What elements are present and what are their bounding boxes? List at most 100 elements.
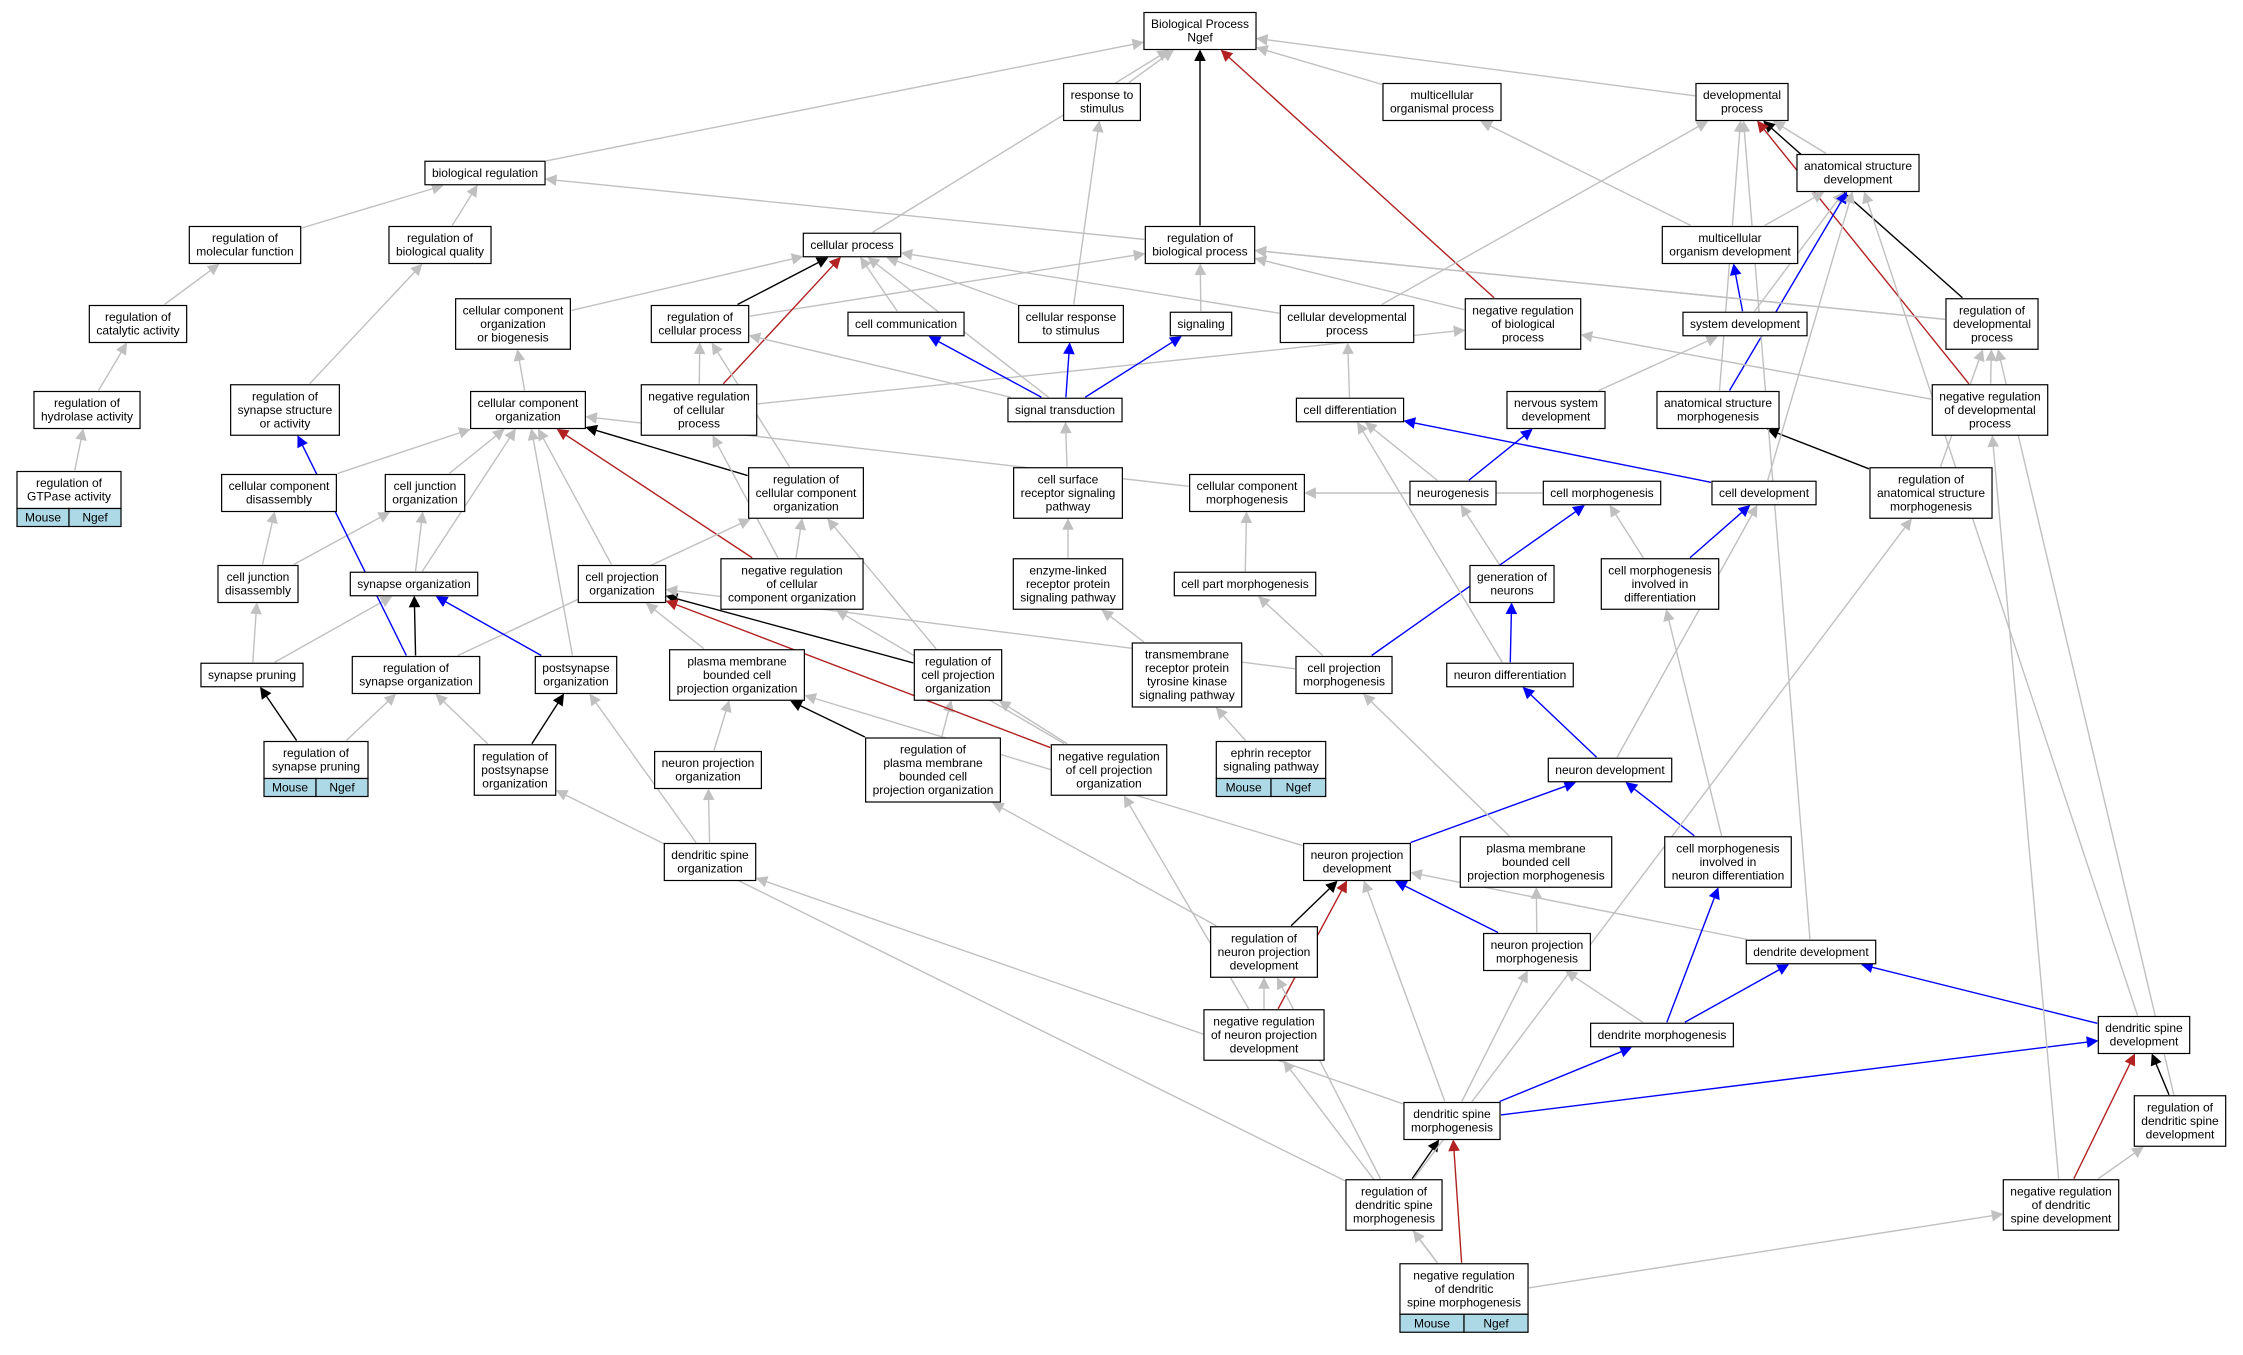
edge-is-a bbox=[1461, 970, 1528, 1102]
node-box bbox=[1483, 932, 1591, 972]
node-label-line: cell junction bbox=[394, 479, 457, 493]
node-label-line: neuron projection bbox=[1491, 938, 1584, 952]
edge-is-a bbox=[1663, 609, 1723, 836]
node-label-line: disassembly bbox=[225, 584, 291, 598]
node-box bbox=[865, 737, 1001, 803]
node-label-line: cell morphogenesis bbox=[1550, 486, 1653, 500]
edge-positively-regulates bbox=[1063, 342, 1075, 398]
node-box bbox=[1189, 473, 1305, 513]
node-label-line: neuron projection bbox=[1218, 945, 1311, 959]
node-label-line: of biological bbox=[1491, 317, 1554, 331]
edge-is-a bbox=[1062, 518, 1074, 558]
node-label-line: development bbox=[1230, 1041, 1299, 1055]
edge-part-of bbox=[1194, 49, 1206, 226]
node-label-line: system development bbox=[1690, 317, 1801, 331]
node-label-line: catalytic activity bbox=[96, 324, 179, 338]
node-box bbox=[221, 473, 337, 513]
edge-part-of bbox=[531, 693, 565, 745]
node-label-line: cell projection bbox=[921, 668, 994, 682]
node-label-line: regulation of bbox=[667, 310, 734, 324]
edge-is-a bbox=[1194, 263, 1207, 312]
node-label-line: spine morphogenesis bbox=[1407, 1295, 1521, 1309]
edge-is-a bbox=[421, 428, 516, 572]
annotation-cell bbox=[315, 777, 369, 798]
edge-is-a bbox=[1985, 349, 1997, 384]
node-box bbox=[802, 232, 902, 258]
node-box bbox=[1012, 558, 1124, 610]
node-label-line: organization bbox=[773, 499, 838, 513]
node-label-line: anatomical structure bbox=[1664, 396, 1772, 410]
annotation-label: Mouse bbox=[1226, 781, 1262, 795]
go-term-node-cell-diff: cell differentiation bbox=[1295, 397, 1405, 423]
node-label-line: to stimulus bbox=[1042, 324, 1099, 338]
edge-positively-regulates bbox=[1689, 505, 1751, 559]
node-label-line: response to bbox=[1071, 88, 1134, 102]
node-box bbox=[1018, 304, 1124, 344]
node-label-line: negative regulation bbox=[1213, 1014, 1314, 1028]
edge-is-a bbox=[513, 349, 526, 391]
node-box bbox=[2002, 1179, 2120, 1231]
go-term-node-cell-proc: cellular process bbox=[802, 232, 902, 258]
node-label-line: process bbox=[678, 416, 720, 430]
node-box bbox=[1203, 1009, 1325, 1061]
annotation-cell bbox=[1270, 777, 1327, 798]
edge-positively-regulates bbox=[1468, 428, 1533, 481]
edge-negatively-regulates bbox=[722, 256, 841, 385]
node-label-line: neuron differentiation bbox=[1454, 668, 1567, 682]
edge-is-a bbox=[1565, 970, 1644, 1023]
node-box bbox=[1050, 744, 1168, 796]
node-label-line: regulation of bbox=[252, 389, 319, 403]
edge-is-a bbox=[1530, 887, 1543, 933]
edge-is-a bbox=[1363, 693, 1510, 837]
node-label-line: signal transduction bbox=[1015, 403, 1115, 417]
annotation-cell bbox=[1463, 1313, 1529, 1333]
node-label-line: regulation of bbox=[1231, 931, 1298, 945]
node-box bbox=[1464, 298, 1582, 350]
node-box bbox=[1295, 397, 1405, 423]
go-term-node-dend-dev: dendrite development bbox=[1745, 939, 1877, 965]
node-label-line: biological regulation bbox=[432, 166, 538, 180]
node-box bbox=[1600, 558, 1720, 610]
edge-negatively-regulates bbox=[1448, 1139, 1463, 1263]
node-label-line: disassembly bbox=[246, 493, 312, 507]
node-box bbox=[470, 390, 586, 430]
annotation-label: Ngef bbox=[1286, 781, 1312, 795]
node-label-line: process bbox=[1502, 330, 1544, 344]
node-label-line: or biogenesis bbox=[477, 330, 548, 344]
node-label-line: signaling bbox=[1177, 317, 1224, 331]
node-box bbox=[1547, 757, 1673, 783]
node-label-line: generation of bbox=[1477, 570, 1548, 584]
node-label-line: organismal process bbox=[1390, 102, 1494, 116]
node-label-line: cellular developmental bbox=[1287, 310, 1406, 324]
node-box bbox=[1382, 82, 1502, 122]
node-box bbox=[2133, 1095, 2227, 1147]
node-box bbox=[577, 564, 667, 604]
node-label-line: organization bbox=[392, 493, 457, 507]
edge-positively-regulates bbox=[1729, 263, 1744, 312]
edge-negatively-regulates bbox=[2073, 1053, 2136, 1180]
node-label-line: of neuron projection bbox=[1211, 1028, 1317, 1042]
node-label-line: cell communication bbox=[855, 317, 957, 331]
node-label-line: cellular process bbox=[658, 324, 741, 338]
node-label-line: organization bbox=[495, 410, 560, 424]
edge-positively-regulates bbox=[1500, 1036, 2099, 1116]
node-box bbox=[1143, 11, 1257, 51]
node-box bbox=[1869, 467, 1993, 519]
edge-is-a bbox=[97, 342, 128, 391]
